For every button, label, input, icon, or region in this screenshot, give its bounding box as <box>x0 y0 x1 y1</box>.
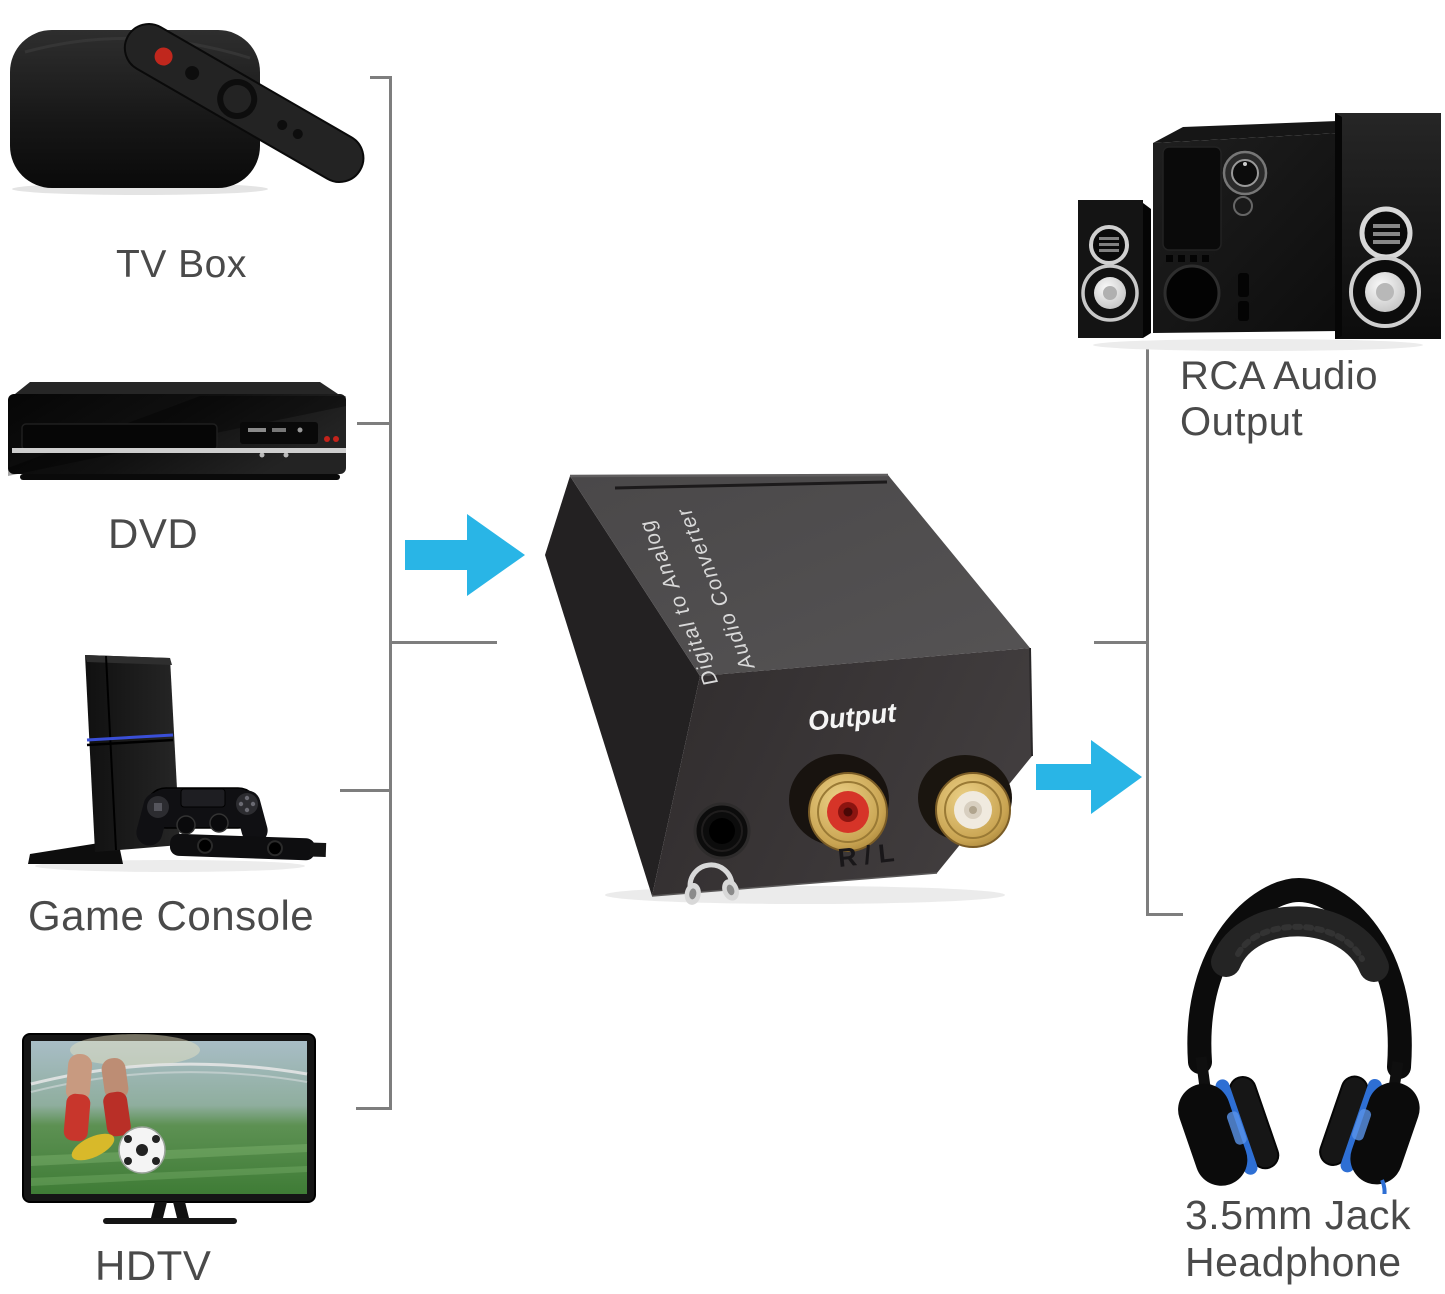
left-speaker <box>1078 200 1151 338</box>
headphone-tick-line <box>1146 913 1183 916</box>
aux-jack-port <box>693 802 751 860</box>
tv-box-label: TV Box <box>116 243 247 286</box>
hdtv-tick-line <box>356 1107 392 1110</box>
camera-bar <box>169 833 327 861</box>
left-to-converter-line <box>389 641 497 644</box>
tvbox-tick-line <box>370 76 392 79</box>
right-speaker <box>1335 113 1441 339</box>
rca-audio-output-label: RCA Audio Output <box>1180 354 1378 444</box>
right-ear-cup <box>1319 1075 1420 1185</box>
converter-rl-label: R / L <box>836 837 895 873</box>
headphone-icon <box>684 862 740 905</box>
speaker-set-illustration <box>1078 113 1441 351</box>
tv-box-illustration <box>10 23 365 195</box>
game-controller <box>136 787 268 846</box>
converter-to-right-line <box>1094 641 1149 644</box>
input-arrow-icon <box>405 514 525 596</box>
soccer-ball <box>118 1126 166 1174</box>
game-console-tick-line <box>340 789 392 792</box>
hdtv-label: HDTV <box>95 1242 212 1289</box>
headphone-label: 3.5mm Jack Headphone <box>1185 1192 1411 1286</box>
subwoofer <box>1153 120 1363 333</box>
rca-jack-red <box>789 754 889 852</box>
remote-control <box>123 23 365 183</box>
right-bracket-vertical-line <box>1146 345 1149 916</box>
output-arrow-icon <box>1036 740 1142 814</box>
game-console-illustration <box>28 655 327 872</box>
rca-jack-white <box>918 755 1012 848</box>
dvd-label: DVD <box>108 510 199 557</box>
dac-converter-illustration: Digital to Analog Audio Converter Output <box>545 473 1033 905</box>
game-console-label: Game Console <box>28 892 315 939</box>
left-bracket-vertical-line <box>389 77 392 1109</box>
dvd-tick-line <box>357 422 392 425</box>
left-ear-cup <box>1178 1076 1280 1186</box>
headphones-illustration <box>1178 877 1420 1194</box>
dvd-player-illustration <box>8 382 346 480</box>
hdtv-illustration <box>22 1033 316 1224</box>
soccer-player-legs <box>63 1053 131 1161</box>
